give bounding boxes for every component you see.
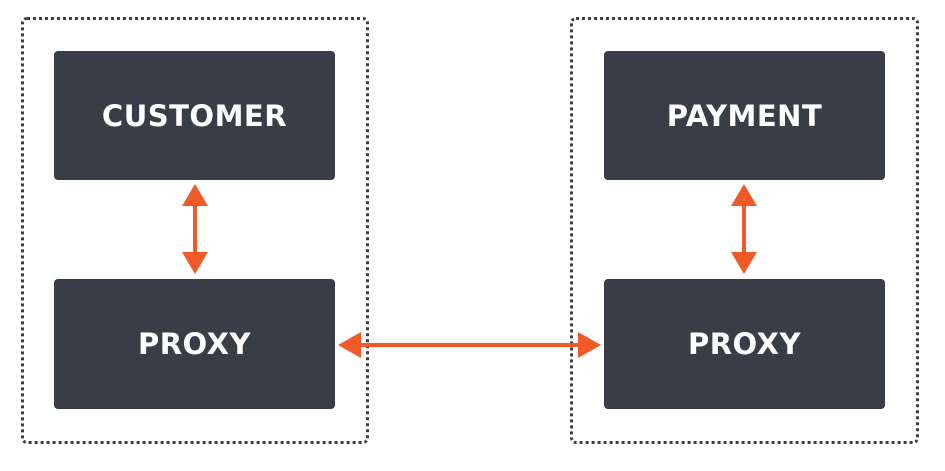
left-proxy-node-label: PROXY xyxy=(137,327,252,361)
customer-node-label: CUSTOMER xyxy=(101,98,288,133)
right-service-container xyxy=(570,17,919,444)
customer-node: CUSTOMER xyxy=(54,51,335,180)
left-proxy-node: PROXY xyxy=(54,279,335,409)
left-service-container xyxy=(21,17,369,444)
right-proxy-node: PROXY xyxy=(604,279,885,409)
right-proxy-node-label: PROXY xyxy=(687,327,802,361)
proxy-proxy-arrow xyxy=(338,332,601,358)
payment-node: PAYMENT xyxy=(604,51,885,180)
payment-node-label: PAYMENT xyxy=(666,98,823,133)
